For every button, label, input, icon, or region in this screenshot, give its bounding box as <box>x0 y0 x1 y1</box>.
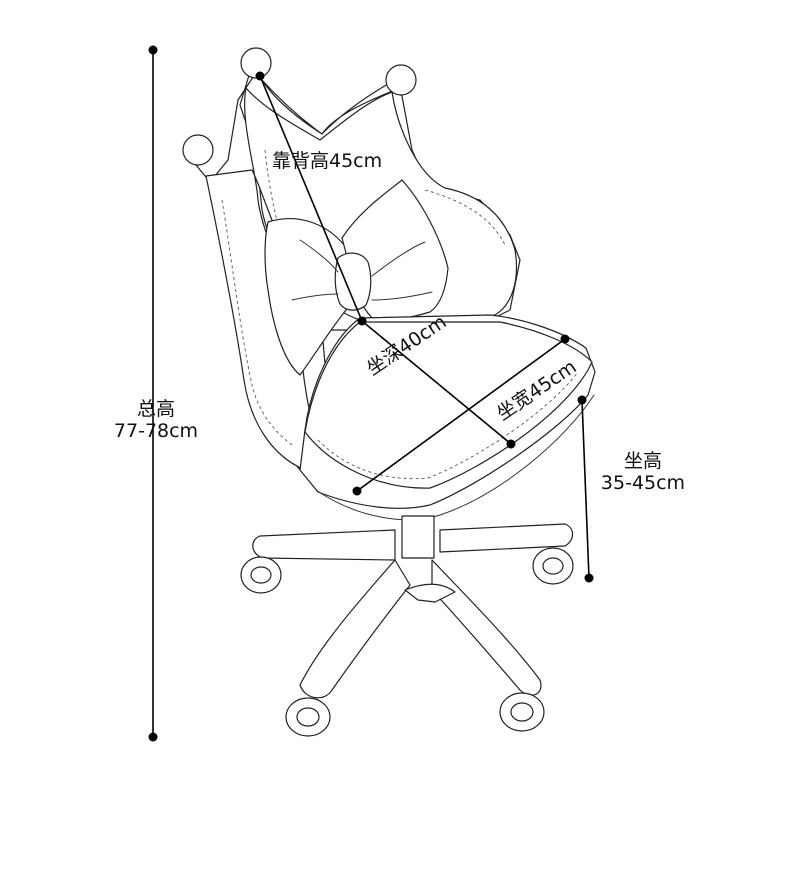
chair-base <box>240 515 574 737</box>
dimension-seat-depth <box>361 320 516 449</box>
crown-ball-middle <box>240 47 272 79</box>
seat-height-value: 35-45cm <box>600 472 686 494</box>
dimension-seat-width <box>352 334 570 496</box>
crown-ball-right <box>385 64 417 96</box>
seat <box>299 314 596 521</box>
backrest-height-label: 靠背高45cm <box>272 150 383 172</box>
total-height-label: 总高 77-78cm <box>106 398 206 442</box>
dimension-total-height <box>148 45 158 742</box>
total-height-name: 总高 <box>136 398 175 420</box>
seat-height-name: 坐高 <box>623 450 662 472</box>
dimension-seat-height <box>577 395 594 583</box>
crown-ball-left <box>182 134 214 166</box>
seat-height-label: 坐高 35-45cm <box>593 450 693 494</box>
total-height-value: 77-78cm <box>113 420 199 442</box>
bow-pillow <box>264 179 449 376</box>
